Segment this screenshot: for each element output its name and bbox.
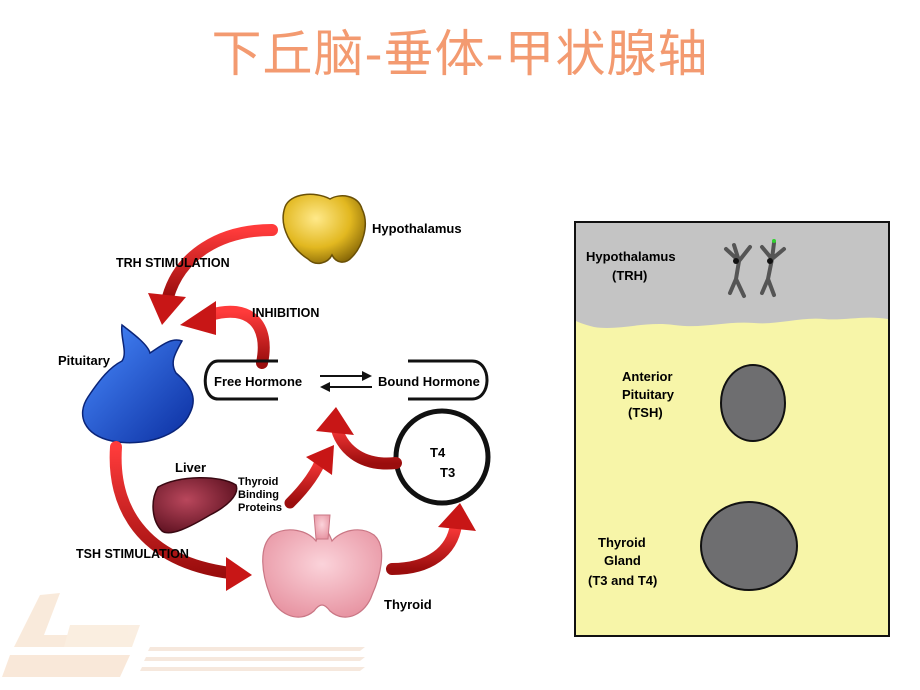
thyroid-label: Thyroid (384, 597, 432, 612)
trh-stimulation-label: TRH STIMULATION (116, 256, 230, 270)
panel-pituitary-label: Pituitary (622, 387, 675, 402)
trh-arrow-head (148, 293, 186, 325)
hypothalamus-region (576, 223, 888, 328)
panel-gland-label: Gland (604, 553, 641, 568)
liver-shape (152, 477, 238, 534)
logo-watermark (2, 593, 365, 677)
trh-arrow (162, 224, 278, 303)
hypothalamus-label: Hypothalamus (372, 221, 462, 236)
inhibition-arrow (204, 305, 270, 369)
binding-proteins-label-line3: Proteins (238, 502, 282, 514)
inhibition-label: INHIBITION (252, 306, 319, 320)
page-title: 下丘脑-垂体-甲状腺轴 (211, 25, 709, 83)
panel-hypothalamus-label: Hypothalamus (586, 249, 676, 264)
binding-proteins-label-line2: Binding (238, 489, 279, 501)
thyroid-to-circle-arrow-head (438, 503, 476, 531)
t4-label: T4 (430, 445, 446, 460)
inhibition-arrow-head (180, 301, 216, 335)
panel-thyroid-label: Thyroid (598, 535, 646, 550)
neuron-icon (724, 241, 786, 298)
anterior-pituitary-oval (720, 364, 786, 442)
tsh-stimulation-label: TSH STIMULATION (76, 547, 189, 561)
thyroid-to-circle-arrow (386, 519, 462, 575)
circle-to-hormone-arrow-head (316, 407, 354, 435)
bound-hormone-bracket (408, 359, 489, 401)
tsh-arrow (109, 441, 236, 579)
free-hormone-label: Free Hormone (214, 374, 302, 389)
binding-proteins-arrow-head (306, 445, 334, 475)
panel-anterior-label: Anterior (622, 369, 673, 384)
tsh-arrow-head (226, 557, 252, 591)
free-hormone-bracket (203, 359, 278, 401)
thyroid-gland-oval (700, 501, 798, 591)
panel-tsh-label: (TSH) (628, 405, 663, 420)
liver-label: Liver (175, 460, 206, 475)
hypothalamus-shape (282, 193, 366, 265)
thyroid-shape (262, 514, 383, 618)
panel-t3-t4-label: (T3 and T4) (588, 573, 657, 588)
t3-label: T3 (440, 465, 455, 480)
binding-proteins-label-line1: Thyroid (238, 476, 278, 488)
pituitary-shape (81, 323, 194, 444)
equilibrium-arrows-icon (320, 371, 372, 392)
hpt-schematic-panel: Hypothalamus (TRH) Anterior Pituitary (T… (574, 221, 890, 637)
hpt-axis-diagram: Hypothalamus TRH STIMULATION INHIBITION … (58, 193, 491, 618)
panel-trh-label: (TRH) (612, 268, 647, 283)
pituitary-label: Pituitary (58, 353, 111, 368)
bound-hormone-label: Bound Hormone (378, 374, 480, 389)
